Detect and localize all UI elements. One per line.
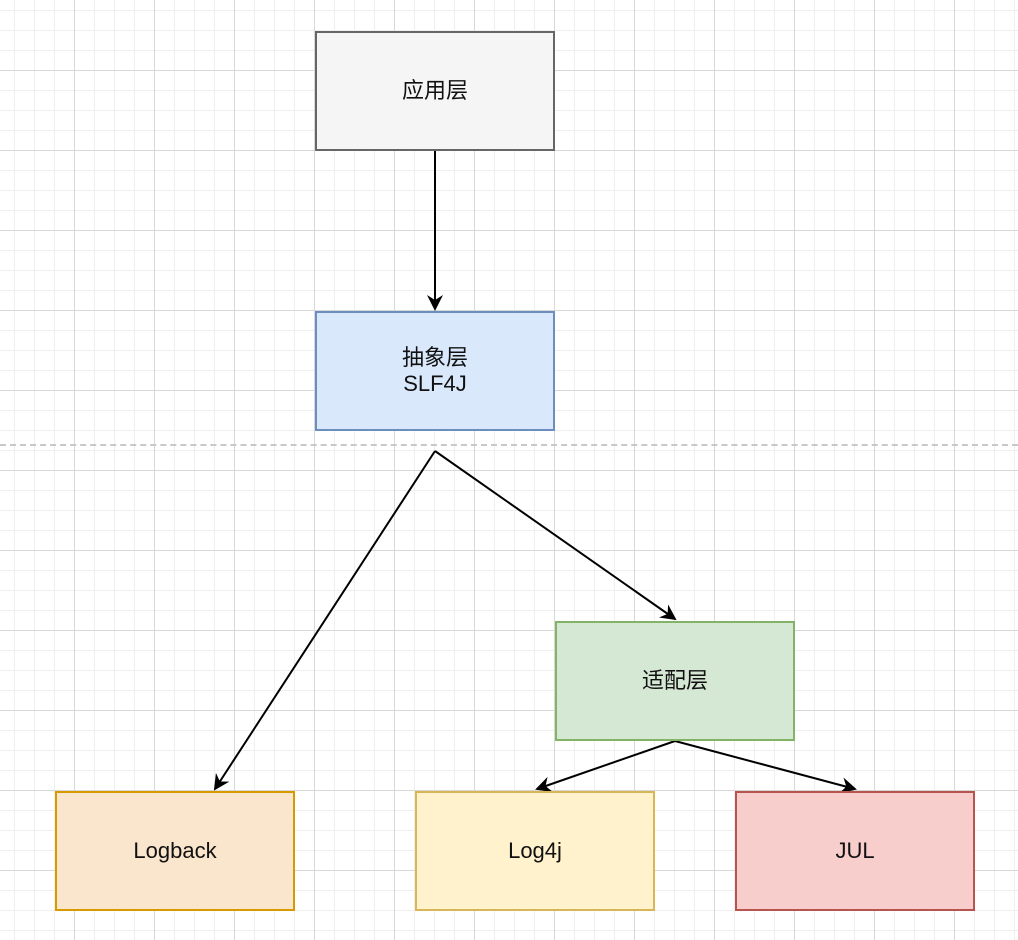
node-logback-label: Logback (133, 838, 217, 864)
node-jul[interactable]: JUL (735, 791, 975, 911)
node-application-layer-label: 应用层 (401, 78, 468, 104)
node-logback[interactable]: Logback (55, 791, 295, 911)
node-log4j-text: Log4j (508, 838, 562, 864)
node-jul-text: JUL (835, 838, 874, 864)
edge-adapt-to-jul (674, 740, 857, 794)
layer-divider-dashed-line (0, 444, 1018, 446)
edge-adapt-to-log4j (535, 740, 676, 792)
node-logback-text: Logback (133, 838, 216, 864)
node-abstraction-layer-sublabel: SLF4J (403, 371, 467, 396)
node-application-layer[interactable]: 应用层 (315, 31, 555, 151)
node-adapter-layer-label: 适配层 (641, 668, 708, 694)
edge-abs-to-logback (213, 450, 436, 791)
node-adapter-layer-text: 适配层 (642, 668, 708, 694)
node-log4j-label: Log4j (508, 838, 562, 864)
node-jul-label: JUL (835, 838, 875, 864)
node-adapter-layer[interactable]: 适配层 (555, 621, 795, 741)
node-log4j[interactable]: Log4j (415, 791, 655, 911)
edge-abs-to-adapt (434, 450, 677, 621)
node-application-layer-text: 应用层 (402, 78, 468, 104)
node-abstraction-layer-label: 抽象层 (401, 345, 468, 371)
node-abstraction-layer-text: 抽象层 SLF4J (402, 345, 468, 397)
node-abstraction-layer[interactable]: 抽象层 SLF4J (315, 311, 555, 431)
